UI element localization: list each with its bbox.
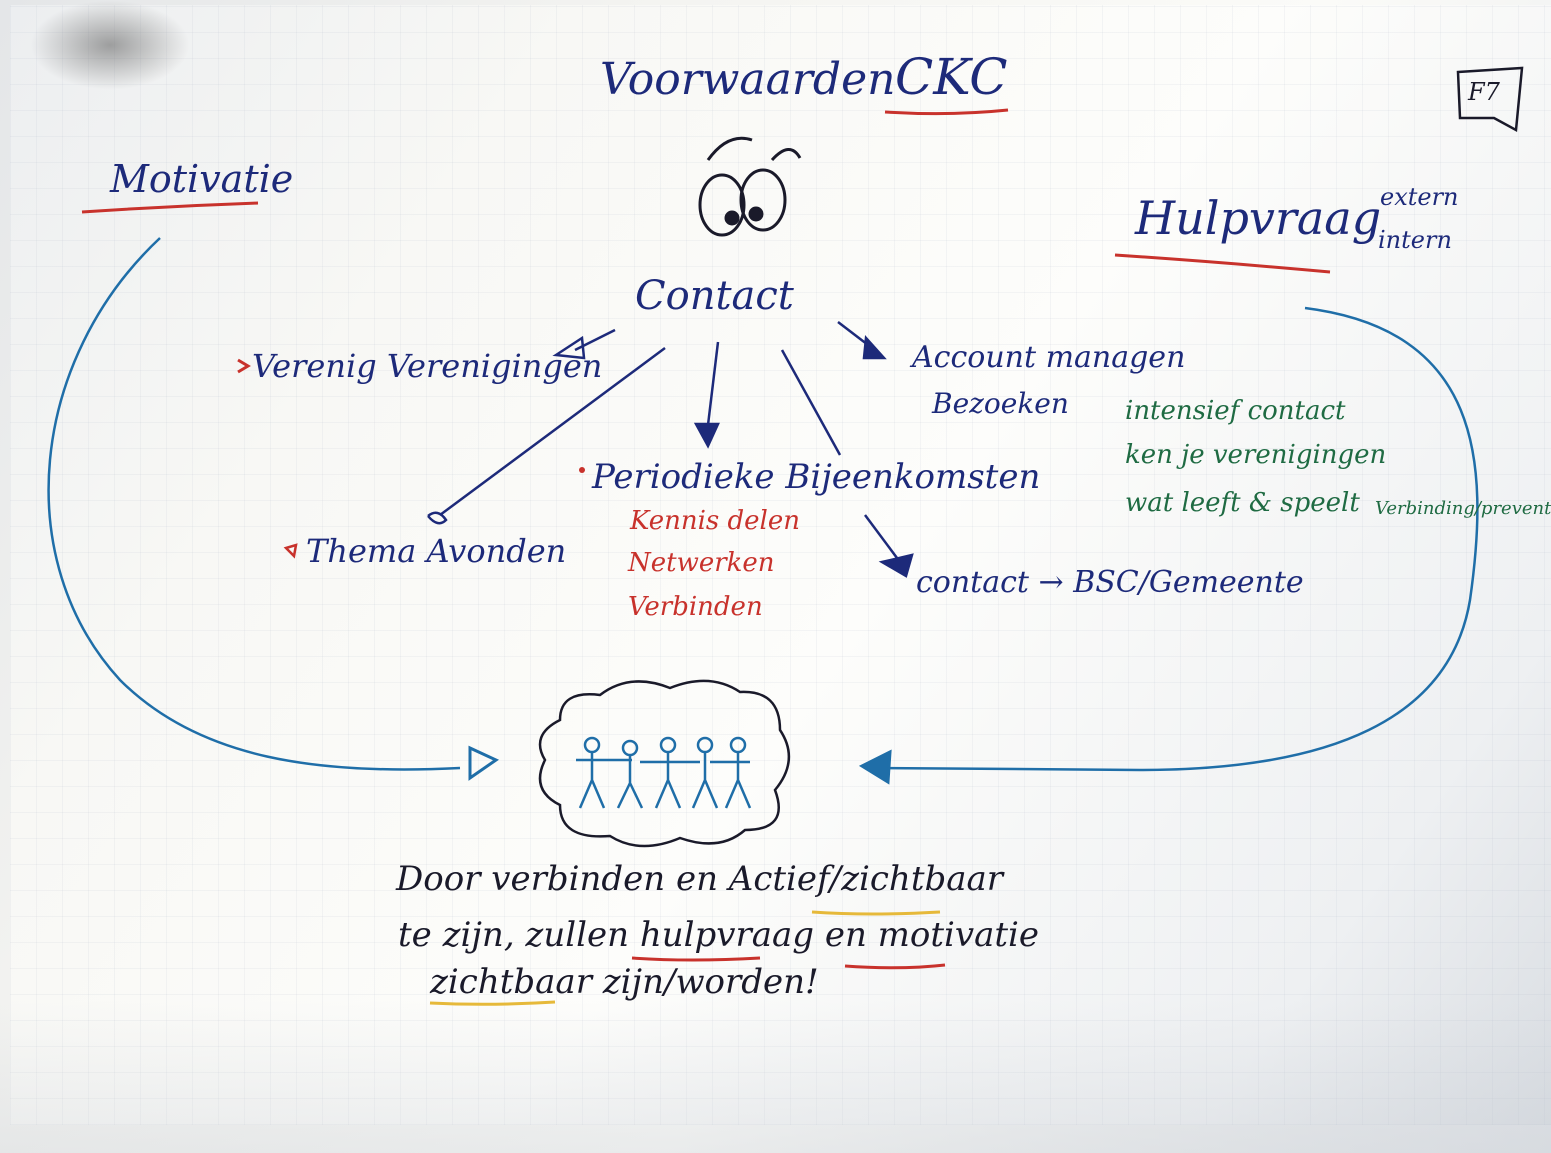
cycle-left [47, 237, 461, 771]
underline-hulpvraag [631, 956, 761, 962]
arrow-to-periodiek [706, 341, 720, 426]
branch-periodiek: Periodieke Bijeenkomsten [592, 457, 1041, 497]
arrowhead-thema [427, 511, 448, 525]
periodiek-item-1: Kennis delen [630, 506, 801, 536]
red-marker-periodiek [579, 467, 585, 473]
red-marker-verenig [237, 358, 251, 374]
arrowhead-verenig [552, 335, 586, 360]
account-item-1: intensief contact [1125, 396, 1346, 426]
periodiek-item-2: Netwerken [628, 548, 775, 578]
account-extra: Verbinding/preventie [1375, 498, 1551, 519]
line-to-thema [439, 346, 666, 517]
eyes-icon [698, 136, 802, 237]
arrowhead-periodiek [693, 422, 720, 449]
branch-contact-bsc: contact → BSC/Gemeente [916, 565, 1304, 600]
shadow [30, 0, 190, 90]
heading-motivatie: Motivatie [110, 157, 294, 201]
heading-hulpvraag: Hulpvraag [1135, 191, 1382, 245]
branch-account: Account managen [912, 340, 1186, 375]
periodiek-item-3: Verbinden [628, 592, 763, 622]
hulpvraag-underline [1114, 253, 1331, 274]
stick-figures [576, 736, 752, 809]
people-cloud [538, 679, 791, 848]
branch-thema: Thema Avonden [306, 532, 567, 570]
arrow-to-contact-bsc [863, 514, 902, 563]
arrowhead-left [468, 745, 500, 781]
underline-motivatie [844, 963, 946, 970]
shade [0, 1000, 1551, 1153]
sheet-number: F7 [1468, 78, 1500, 106]
hulpvraag-intern: intern [1378, 226, 1452, 254]
conclusion-line-1: Door verbinden en Actief/zichtbaar [396, 859, 1004, 899]
hulpvraag-extern: extern [1380, 183, 1459, 211]
arrowhead-account [862, 335, 887, 360]
account-item-3: wat leeft & speelt [1125, 488, 1360, 518]
highlight-zichtbaar-2 [429, 1000, 556, 1006]
line-to-periodiek-right [780, 349, 842, 456]
motivatie-underline [81, 201, 259, 214]
conclusion-line-2: te zijn, zullen hulpvraag en motivatie [398, 915, 1040, 955]
account-item-2: ken je verenigingen [1125, 440, 1387, 470]
title-underline [884, 108, 1009, 116]
cycle-right [879, 306, 1479, 772]
account-bezoeken: Bezoeken [932, 387, 1069, 420]
title-voorwaarden: Voorwaarden [600, 54, 896, 105]
highlight-zichtbaar [811, 910, 941, 916]
arrowhead-right [858, 749, 892, 785]
sheet-number-box [1456, 66, 1524, 133]
flipchart-paper [10, 5, 1551, 1125]
conclusion-line-3: zichtbaar zijn/worden! [430, 962, 819, 1002]
center-contact: Contact [635, 273, 794, 319]
arrowhead-contact-bsc [878, 553, 914, 578]
title-org: CKC [895, 48, 1008, 106]
branch-verenig: Verenig Verenigingen [252, 347, 603, 385]
red-marker-thema [283, 543, 298, 559]
